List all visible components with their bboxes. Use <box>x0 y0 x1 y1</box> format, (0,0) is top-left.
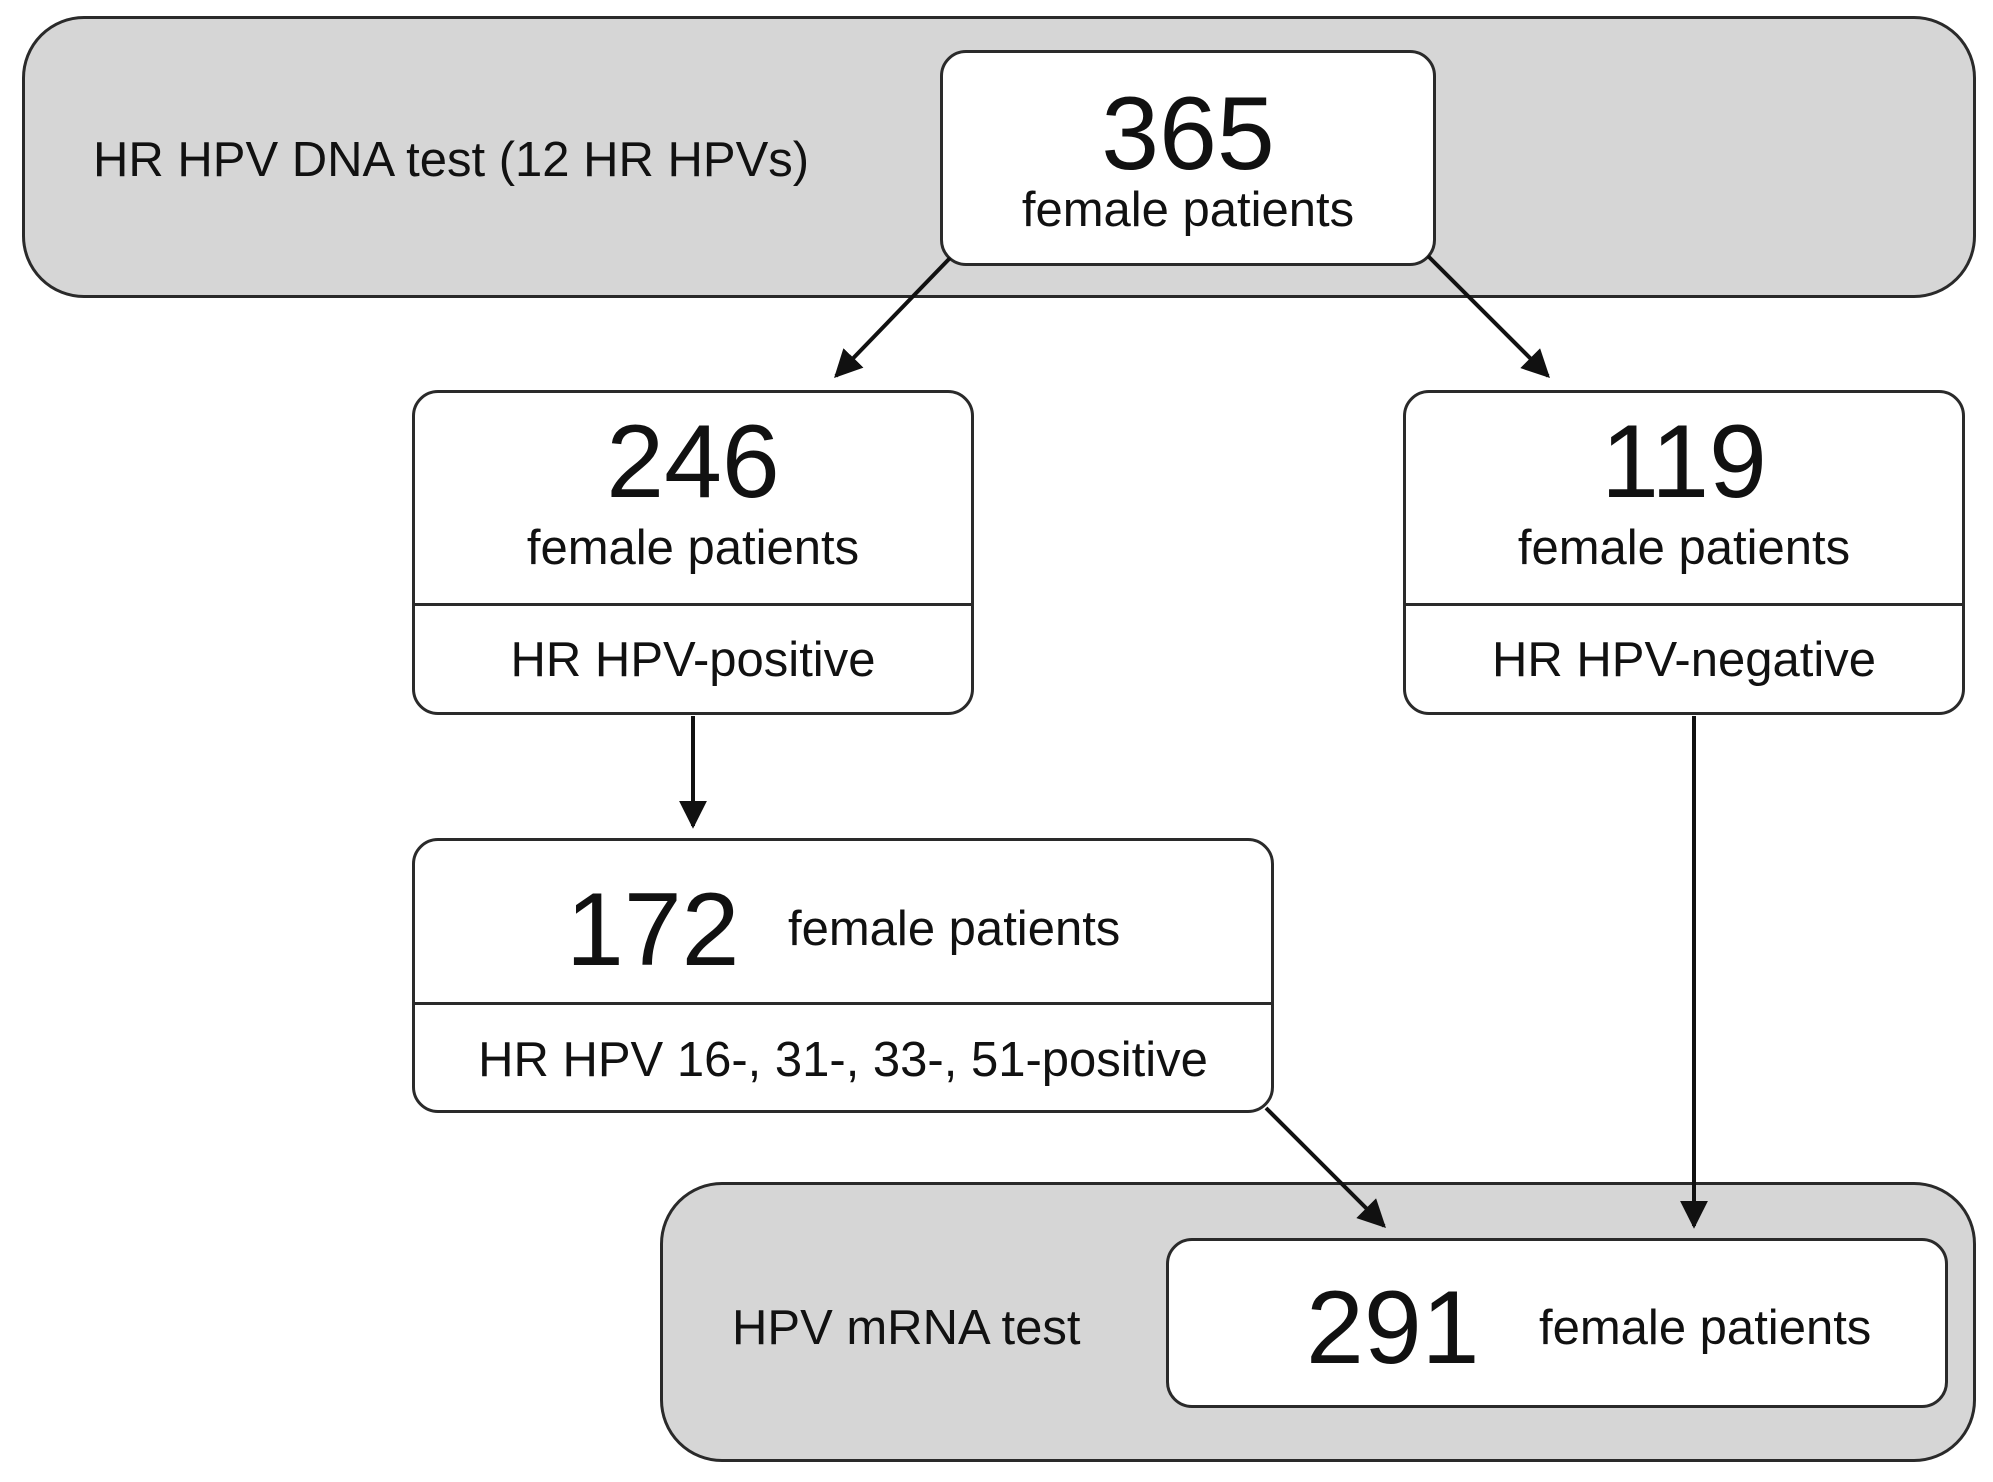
dna-test-label: HR HPV DNA test (12 HR HPVs) <box>93 133 810 187</box>
node-positive-count: 246 <box>606 404 780 520</box>
node-total <box>940 50 1436 266</box>
node-types <box>412 838 1274 1113</box>
node-total-unit: female patients <box>1021 183 1355 237</box>
node-positive <box>412 390 974 715</box>
arrow-total-to-negative <box>1426 254 1550 378</box>
node-negative <box>1403 390 1965 715</box>
node-types-count: 172 <box>566 872 740 988</box>
node-negative-unit: female patients <box>1517 521 1851 575</box>
mrna-test-label: HPV mRNA test <box>732 1301 1081 1355</box>
node-final <box>1166 1238 1948 1408</box>
node-types-divider <box>412 1002 1274 1005</box>
node-final-unit: female patients <box>1539 1301 1872 1355</box>
node-negative-divider <box>1403 603 1965 606</box>
node-negative-status: HR HPV-negative <box>1491 633 1877 687</box>
node-types-unit: female patients <box>788 902 1121 956</box>
arrow-types-to-final <box>1264 1106 1386 1228</box>
node-total-count: 365 <box>1101 76 1275 192</box>
node-final-count: 291 <box>1306 1270 1480 1386</box>
arrow-total-to-positive <box>834 256 952 379</box>
node-positive-status: HR HPV-positive <box>510 633 876 687</box>
node-negative-count: 119 <box>1601 404 1767 520</box>
node-types-status: HR HPV 16-, 31-, 33-, 51-positive <box>478 1033 1208 1087</box>
node-positive-divider <box>412 603 974 606</box>
node-positive-unit: female patients <box>526 521 860 575</box>
